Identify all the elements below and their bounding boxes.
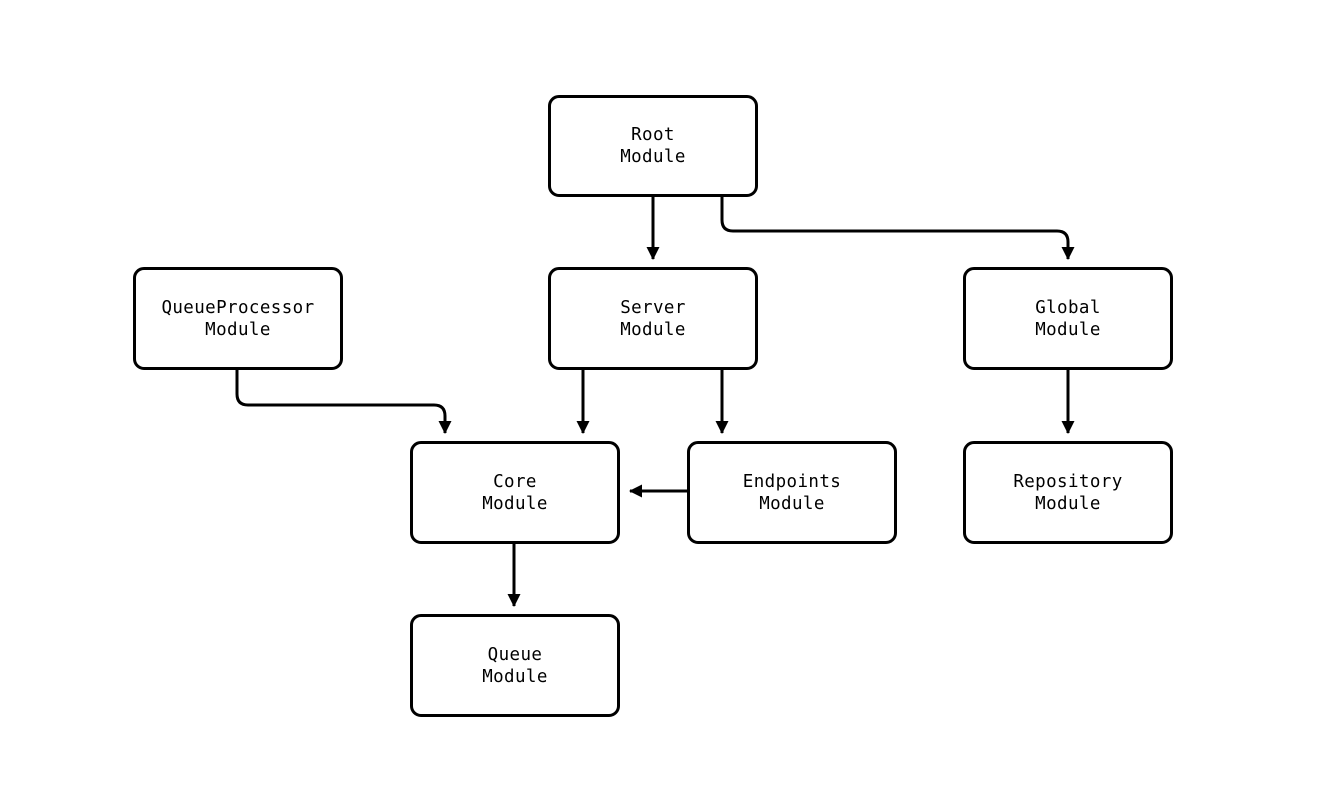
node-global-module[interactable]: Global Module	[963, 267, 1173, 370]
node-repository-module-label: Repository Module	[1013, 471, 1123, 514]
node-endpoints-module[interactable]: Endpoints Module	[687, 441, 897, 544]
edge-queueprocessor-to-core	[235, 370, 452, 434]
node-queue-module-label: Queue Module	[482, 644, 548, 687]
node-endpoints-module-label: Endpoints Module	[742, 471, 842, 514]
node-repository-module[interactable]: Repository Module	[963, 441, 1173, 544]
node-root-module[interactable]: Root Module	[548, 95, 758, 197]
node-server-module[interactable]: Server Module	[548, 267, 758, 370]
node-queueprocessor-module[interactable]: QueueProcessor Module	[133, 267, 343, 370]
node-queueprocessor-module-label: QueueProcessor Module	[161, 297, 315, 340]
edge-root-to-global	[720, 197, 1075, 260]
node-server-module-label: Server Module	[620, 297, 686, 340]
node-core-module[interactable]: Core Module	[410, 441, 620, 544]
node-root-module-label: Root Module	[620, 125, 686, 167]
node-global-module-label: Global Module	[1035, 297, 1101, 340]
node-queue-module[interactable]: Queue Module	[410, 614, 620, 717]
node-core-module-label: Core Module	[482, 471, 548, 514]
